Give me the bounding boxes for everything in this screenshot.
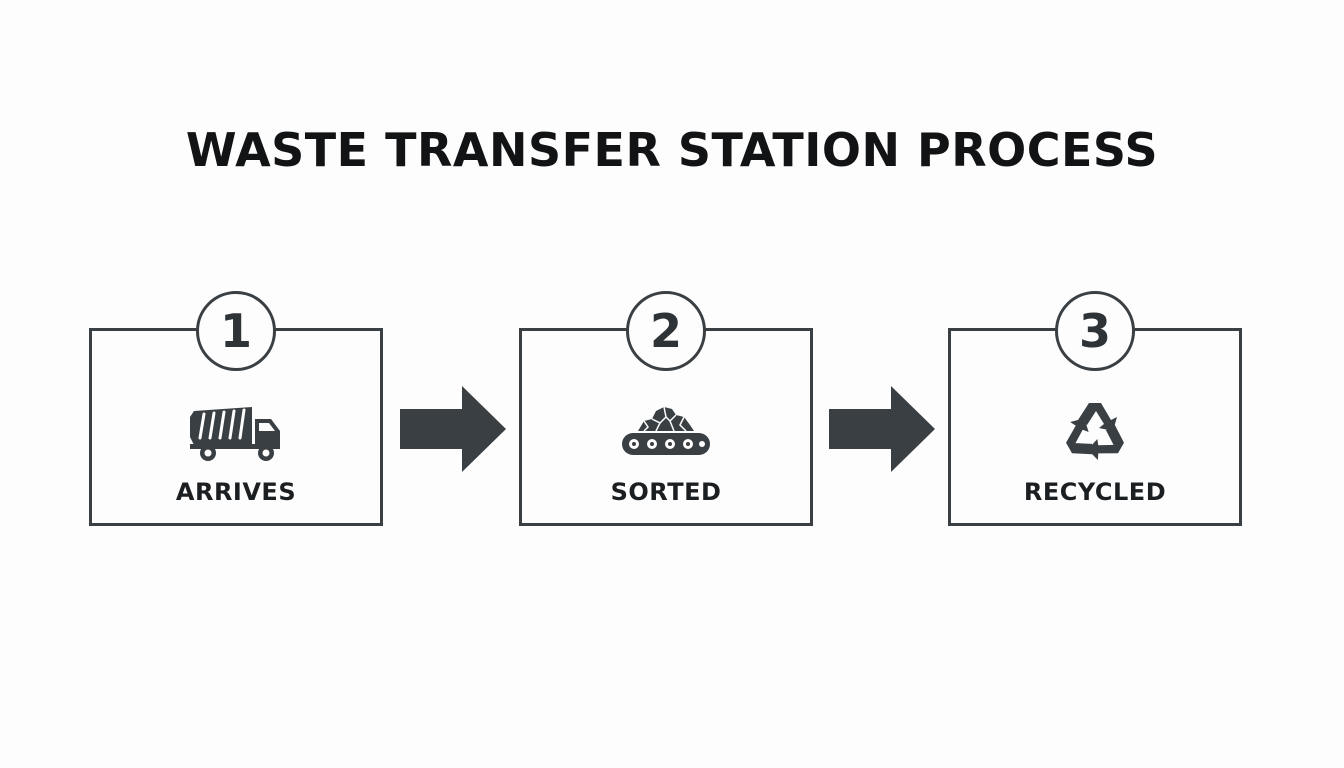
step-number-badge: 2 (626, 291, 706, 371)
step-arrives: 1 ARRIVES (89, 291, 383, 526)
conveyor-belt-icon (616, 397, 716, 467)
step-label: SORTED (610, 478, 722, 506)
step-recycled: 3 RECYCLED (948, 291, 1242, 526)
step-number-badge: 1 (196, 291, 276, 371)
arrow-right-icon (400, 386, 506, 472)
diagram-title: WASTE TRANSFER STATION PROCESS (185, 123, 1159, 177)
arrow-right-icon (829, 386, 935, 472)
step-sorted: 2 (519, 291, 813, 526)
step-label: ARRIVES (175, 478, 297, 506)
step-label: RECYCLED (1023, 478, 1167, 506)
garbage-truck-icon (186, 397, 286, 467)
recycle-icon (1045, 397, 1145, 467)
step-number-badge: 3 (1055, 291, 1135, 371)
